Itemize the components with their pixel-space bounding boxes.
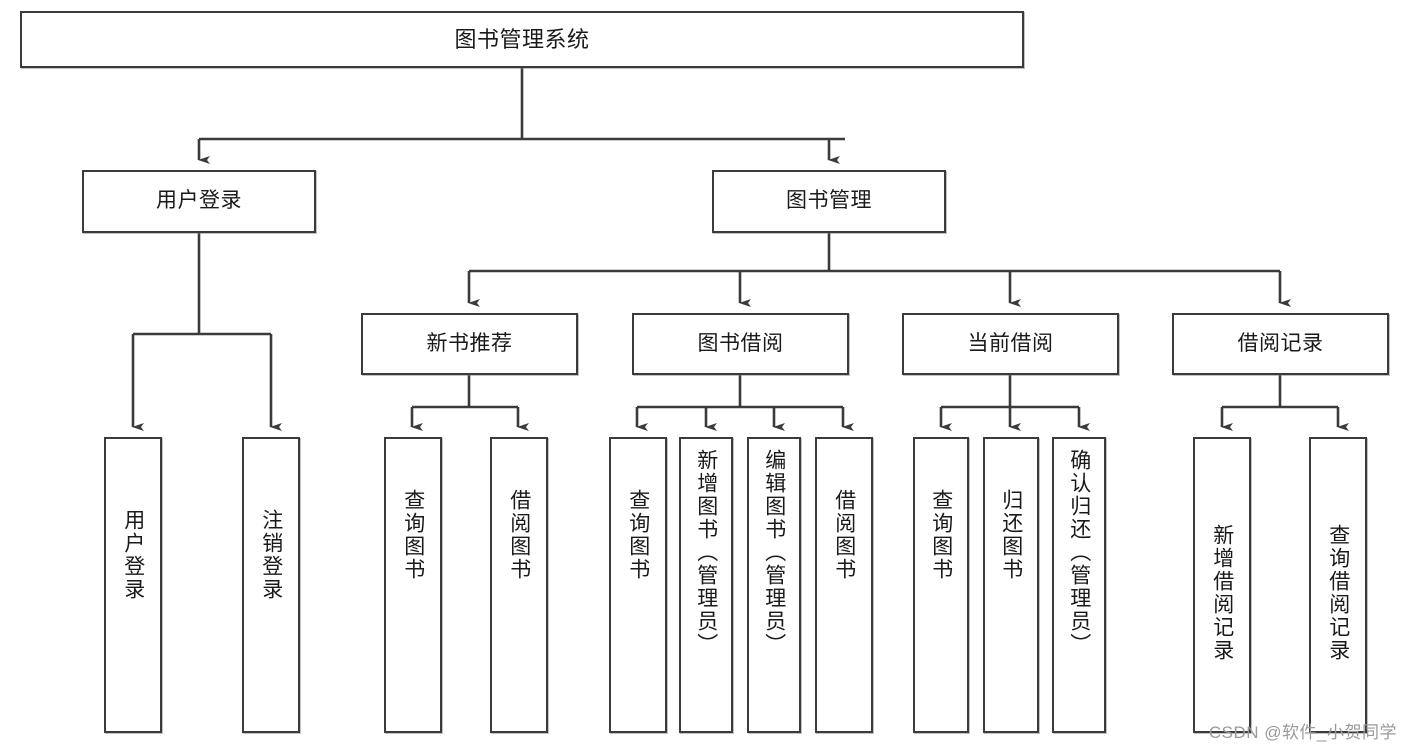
node-leaf-return-book[interactable]: 归还图书 (983, 437, 1039, 733)
node-book-management-label: 图书管理 (786, 189, 872, 213)
node-user-login[interactable]: 用户登录 (82, 170, 316, 233)
node-root-system-label: 图书管理系统 (454, 26, 590, 52)
node-book-management[interactable]: 图书管理 (712, 170, 946, 233)
node-borrow-record[interactable]: 借阅记录 (1172, 313, 1389, 375)
node-new-book-recommend-label: 新书推荐 (426, 331, 513, 355)
node-leaf-query-borrow-record[interactable]: 查询借阅记录 (1309, 437, 1367, 733)
node-leaf-borrow-book-newbook[interactable]: 借阅图书 (490, 437, 548, 733)
node-current-borrow-label: 当前借阅 (967, 331, 1054, 355)
node-leaf-borrow-book-newbook-label: 借阅图书 (507, 489, 531, 581)
node-leaf-confirm-return-label: 确认归还（管理员） (1067, 449, 1091, 656)
node-leaf-user-login[interactable]: 用户登录 (104, 437, 162, 733)
node-leaf-return-book-label: 归还图书 (999, 489, 1023, 581)
node-leaf-borrow-book-borrow-label: 借阅图书 (832, 489, 856, 581)
node-leaf-add-book-label: 新增图书（管理员） (694, 449, 718, 656)
node-leaf-query-book-newbook-label: 查询图书 (401, 489, 425, 581)
node-leaf-add-borrow-record[interactable]: 新增借阅记录 (1193, 437, 1251, 733)
node-leaf-confirm-return[interactable]: 确认归还（管理员） (1052, 437, 1106, 733)
node-leaf-add-borrow-record-label: 新增借阅记录 (1210, 524, 1234, 662)
node-leaf-query-book-current[interactable]: 查询图书 (913, 437, 969, 733)
node-leaf-logout[interactable]: 注销登录 (242, 437, 300, 733)
node-leaf-add-book[interactable]: 新增图书（管理员） (679, 437, 733, 733)
node-leaf-edit-book[interactable]: 编辑图书（管理员） (747, 437, 801, 733)
node-book-borrow-label: 图书借阅 (697, 331, 784, 355)
node-book-borrow[interactable]: 图书借阅 (632, 313, 849, 375)
node-borrow-record-label: 借阅记录 (1237, 331, 1324, 355)
node-leaf-user-login-label: 用户登录 (121, 509, 145, 601)
node-current-borrow[interactable]: 当前借阅 (902, 313, 1119, 375)
node-leaf-edit-book-label: 编辑图书（管理员） (762, 449, 786, 656)
node-leaf-query-book-current-label: 查询图书 (929, 489, 953, 581)
csdn-watermark: CSDN @软件_小贺同学 (1208, 723, 1397, 742)
node-leaf-query-book-newbook[interactable]: 查询图书 (384, 437, 442, 733)
node-new-book-recommend[interactable]: 新书推荐 (361, 313, 578, 375)
node-leaf-query-book-borrow[interactable]: 查询图书 (609, 437, 667, 733)
node-leaf-query-borrow-record-label: 查询借阅记录 (1326, 524, 1350, 662)
node-leaf-query-book-borrow-label: 查询图书 (626, 489, 650, 581)
node-user-login-label: 用户登录 (156, 189, 242, 213)
node-root-system[interactable]: 图书管理系统 (20, 11, 1024, 68)
node-leaf-logout-label: 注销登录 (259, 509, 283, 601)
node-leaf-borrow-book-borrow[interactable]: 借阅图书 (815, 437, 873, 733)
